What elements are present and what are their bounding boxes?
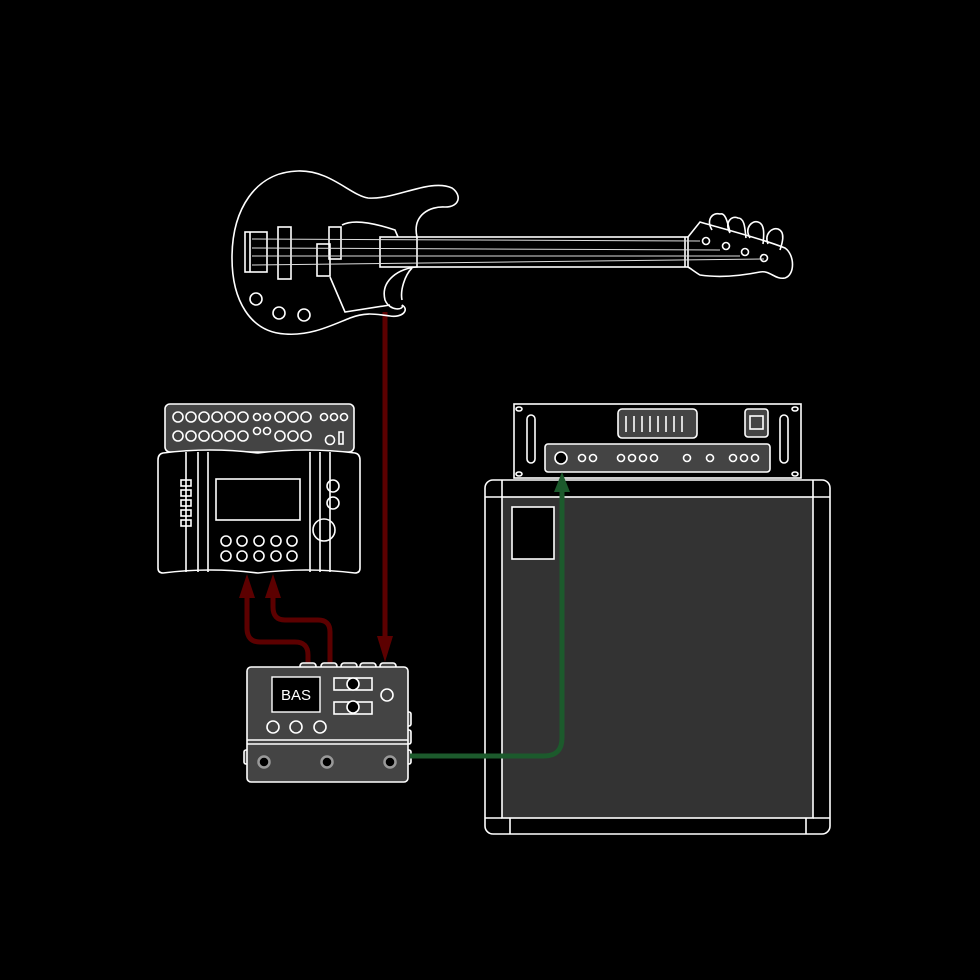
pedal-to-processor-cables xyxy=(239,574,333,667)
amp-head-icon xyxy=(513,403,802,479)
pedal-screen-text: BAS xyxy=(281,687,311,704)
pedal-screen xyxy=(271,676,321,713)
multi-effects-pedal-icon: BAS xyxy=(243,662,412,783)
guitar-to-pedal-cable xyxy=(377,312,393,662)
speaker-cabinet-icon xyxy=(484,479,831,835)
pedal-to-amp-cable xyxy=(410,472,570,759)
bass-guitar-icon xyxy=(231,170,794,336)
effects-processor-icon xyxy=(157,403,361,574)
